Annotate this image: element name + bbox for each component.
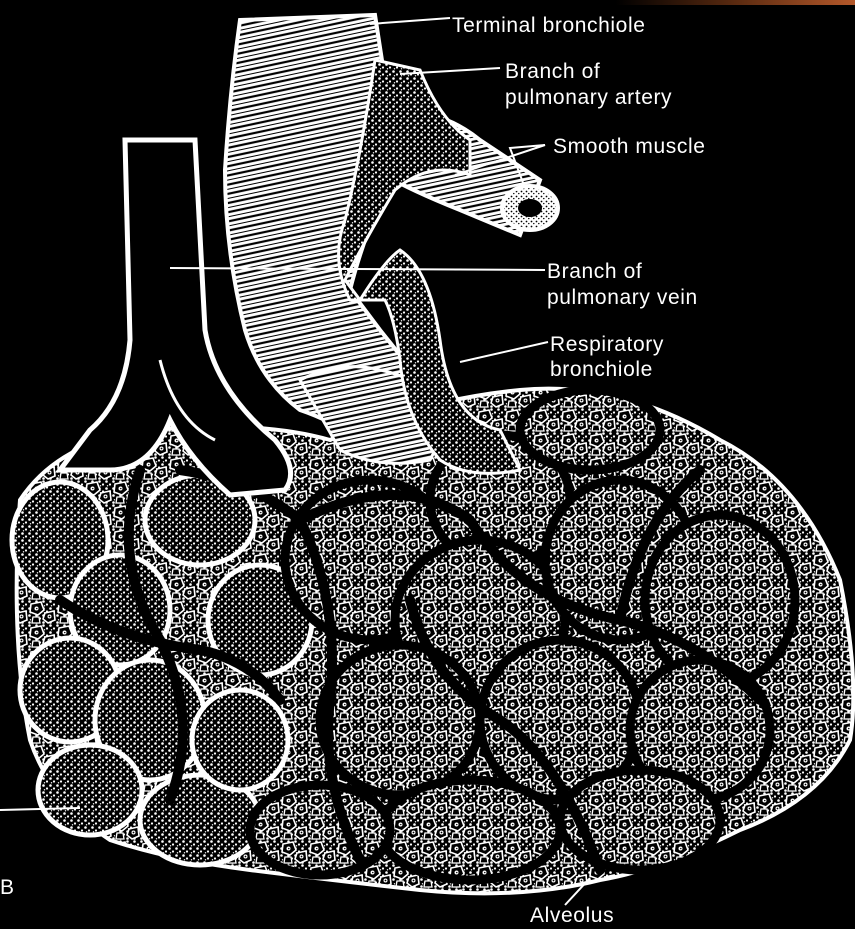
alveolus-lobe bbox=[38, 745, 142, 835]
smooth-muscle-lumen bbox=[518, 199, 542, 217]
label-respiratory-line1: Respiratory bbox=[550, 333, 664, 356]
label-vein-line1: Branch of bbox=[547, 260, 642, 283]
alveolar-sac bbox=[520, 390, 660, 470]
vein-leader bbox=[170, 268, 545, 270]
alveolus-lobe bbox=[192, 690, 288, 790]
label-terminal-bronchiole: Terminal bronchiole bbox=[452, 14, 646, 37]
alveolar-sac bbox=[320, 645, 480, 795]
label-artery-line1: Branch of bbox=[505, 60, 600, 83]
terminal-bronchiole-leader bbox=[370, 18, 450, 24]
label-respiratory-line2: bronchiole bbox=[550, 358, 653, 381]
label-alveolus: Alveolus bbox=[530, 904, 614, 927]
alveolar-sac bbox=[380, 780, 560, 880]
label-artery-line2: pulmonary artery bbox=[505, 86, 672, 109]
label-vein-line2: pulmonary vein bbox=[547, 286, 698, 309]
label-smooth-muscle: Smooth muscle bbox=[553, 135, 706, 158]
respiratory-bronchiole-leader bbox=[460, 342, 548, 362]
panel-letter: B bbox=[0, 876, 15, 899]
alveolar-sac bbox=[250, 785, 390, 875]
